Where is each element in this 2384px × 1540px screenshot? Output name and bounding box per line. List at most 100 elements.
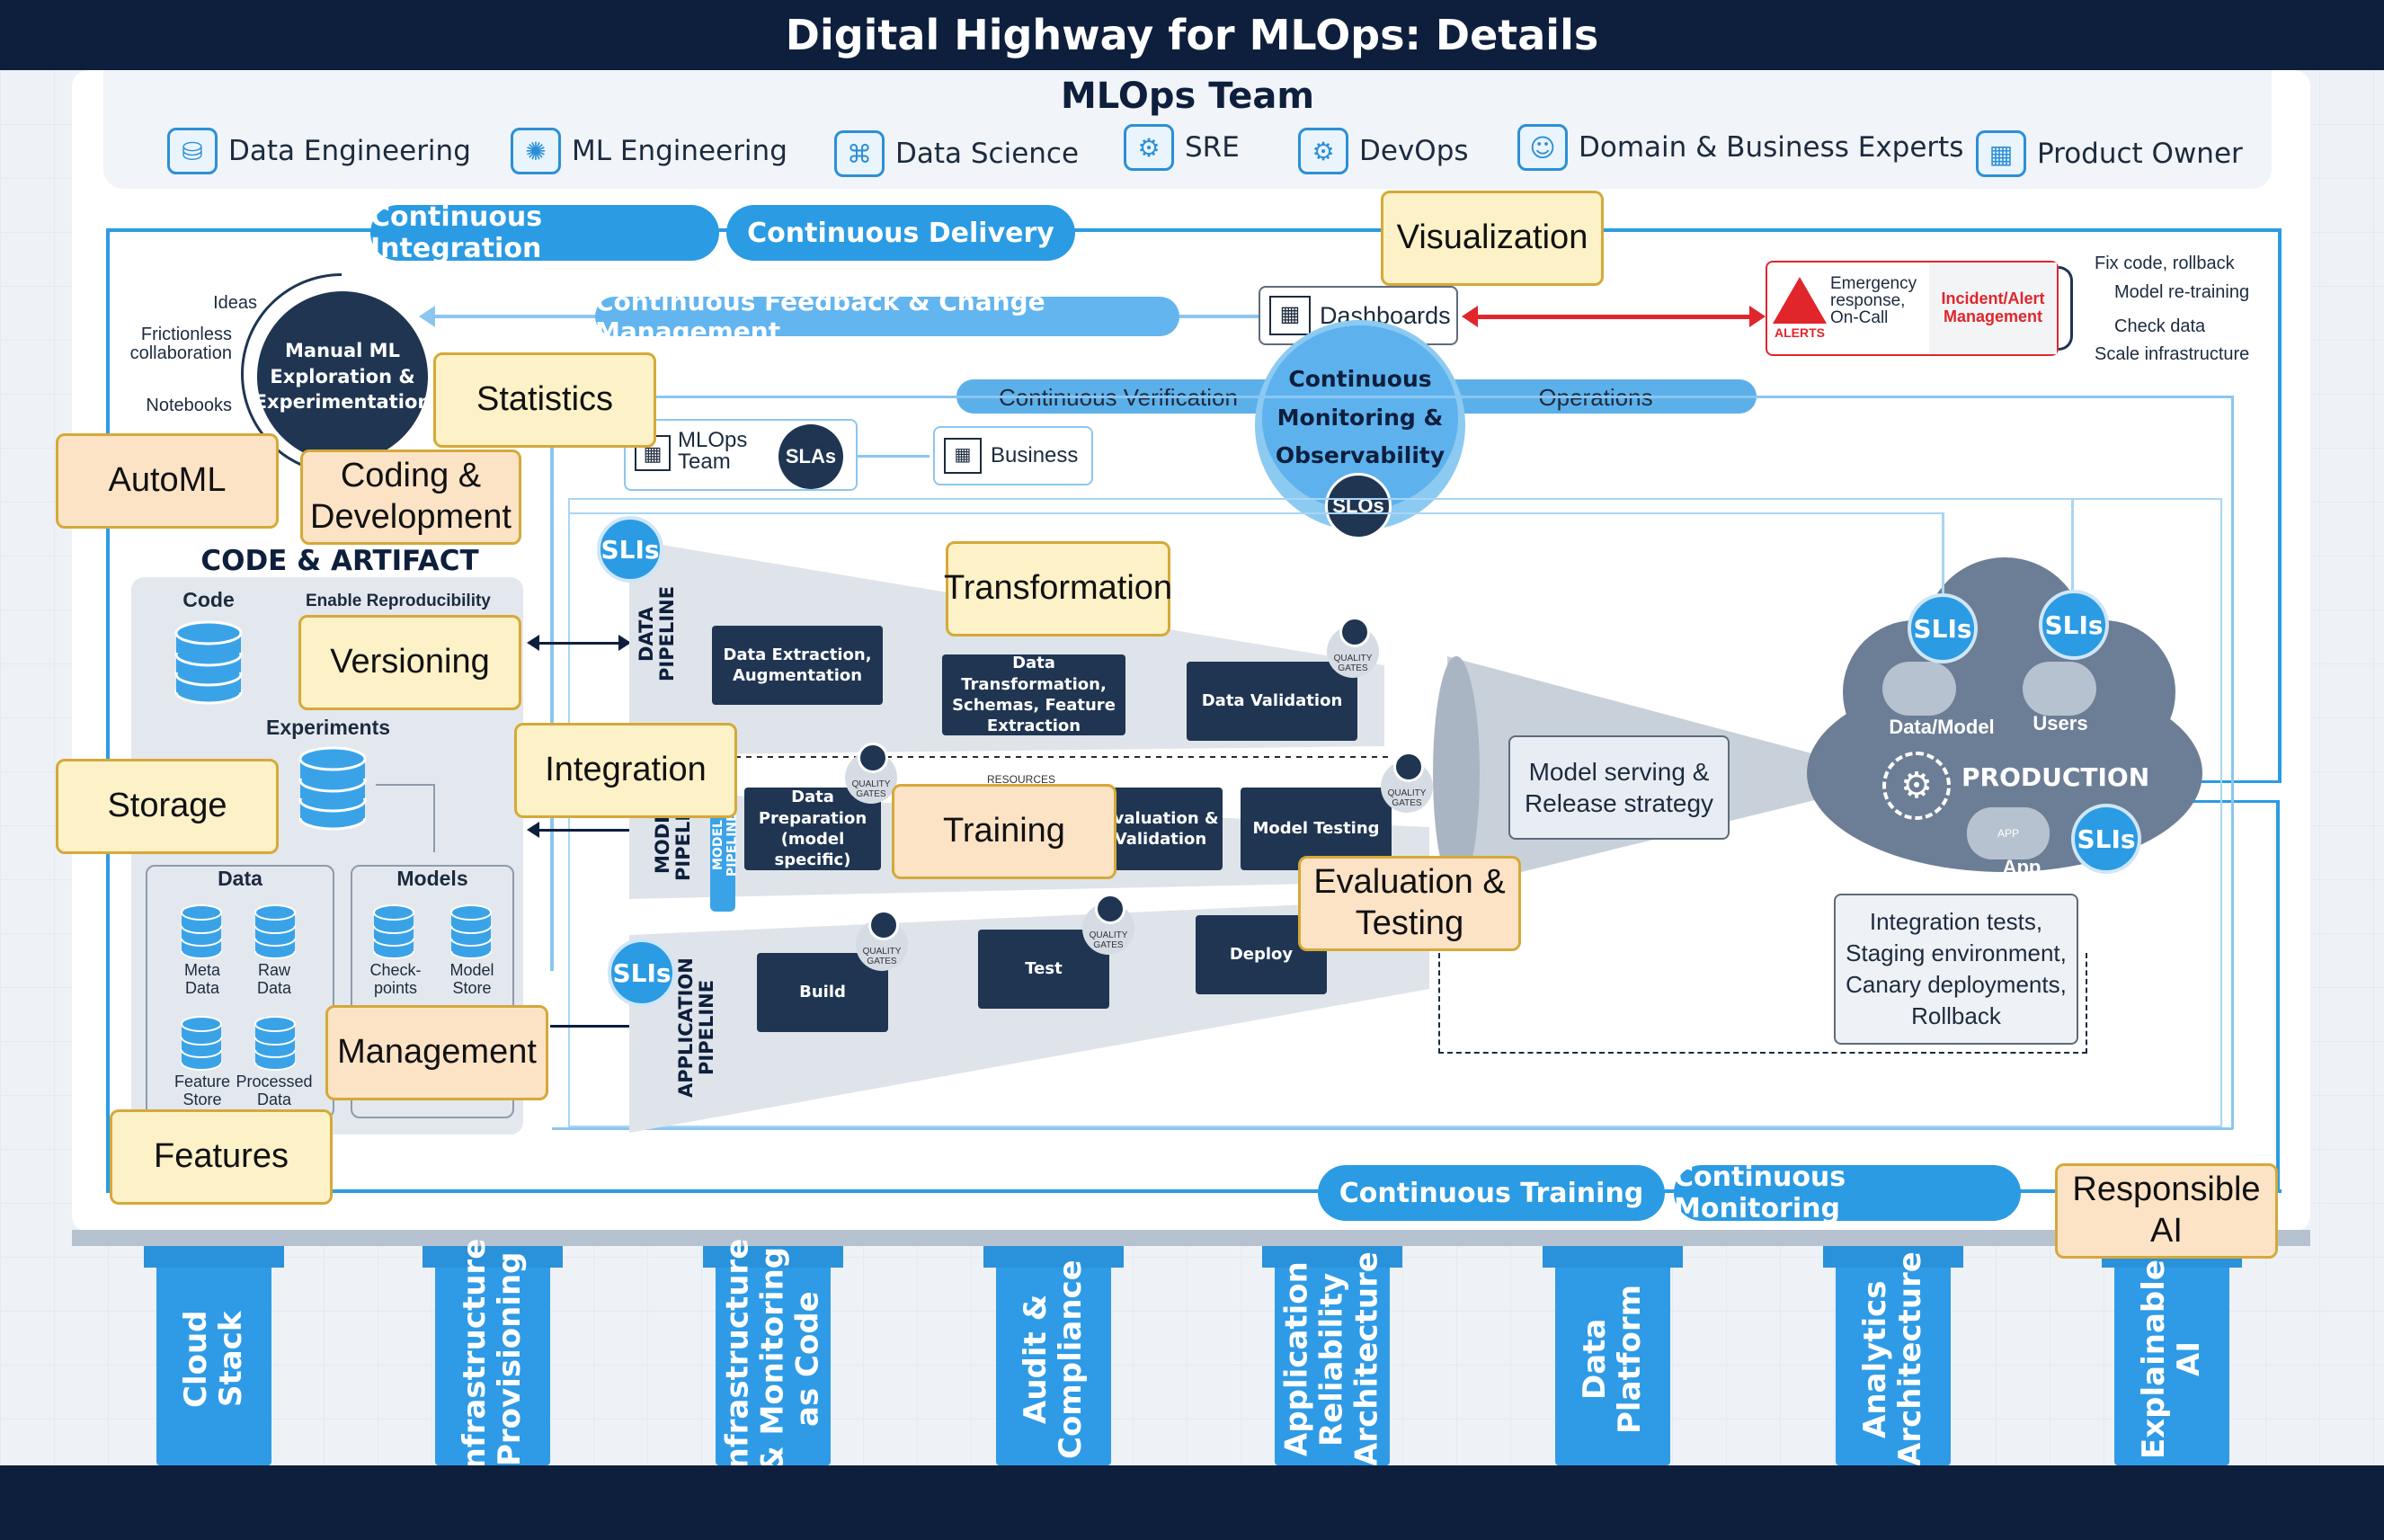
- models-store-label: Models: [396, 867, 468, 890]
- pillar-cap: [983, 1246, 1124, 1268]
- pillar-label: Application Reliability Architecture: [1278, 1251, 1385, 1467]
- data-step-validation: Data Validation: [1187, 662, 1357, 741]
- mini-database-icon: [254, 1014, 297, 1072]
- inner-right-line: [2231, 396, 2234, 1129]
- continuous-monitoring-pill: Continuous Monitoring: [1674, 1162, 2021, 1224]
- callout-features: Features: [110, 1109, 333, 1205]
- alert-arrow-right: [1749, 306, 1766, 327]
- app-quality-gate-1: QUALITY GATES: [856, 910, 908, 971]
- versioning-arrow: [530, 642, 620, 645]
- resources-label: RESOURCES: [986, 773, 1055, 786]
- alert-arrow-left: [1462, 306, 1478, 327]
- callout-coding: Coding & Development: [300, 450, 521, 545]
- feedback-arrow-head: [419, 306, 435, 327]
- network-nodes-icon: ⌘: [834, 130, 885, 177]
- pillar-label: Infrastructure Provisioning: [456, 1238, 528, 1481]
- team-member-sre: ⚙SRE: [1124, 124, 1240, 171]
- team-member-devops: ⚙DevOps: [1298, 128, 1469, 174]
- notebooks-label: Notebooks: [146, 396, 232, 415]
- raw-data-label: Raw Data: [256, 961, 292, 997]
- data-store-label: Data: [218, 867, 262, 890]
- pillar-label: Analytics Architecture: [1856, 1251, 1928, 1467]
- users-sli: SLIs: [2039, 590, 2109, 660]
- code-label: Code: [182, 588, 235, 611]
- pillar-cap: [1543, 1246, 1683, 1268]
- actions-bracket: [2059, 266, 2073, 351]
- page-title: Digital Highway for MLOps: Details: [0, 0, 2384, 70]
- app-pipeline-sli: SLIs: [608, 939, 676, 1007]
- data-pipeline-sli: SLIs: [597, 516, 663, 583]
- data-pipeline-label: DATA PIPELINE: [636, 585, 679, 682]
- exploration-circle: Manual ML Exploration & Experimentation: [254, 291, 431, 462]
- frame-left-line: [106, 228, 110, 1193]
- dashboard-icon: ▦: [1269, 296, 1311, 335]
- model-store-label: Model Store: [449, 961, 494, 997]
- mini-database-icon: [449, 903, 493, 960]
- dashboard-person-icon: ▦: [1976, 130, 2026, 177]
- team-member-domain-experts: ☺Domain & Business Experts: [1517, 124, 1963, 171]
- mini-database-icon: [180, 1014, 223, 1072]
- pillar-cap: [144, 1246, 284, 1268]
- mini-database-icon: [254, 903, 297, 960]
- data-step-extraction: Data Extraction, Augmentation: [712, 626, 883, 705]
- action-fix-code: Fix code, rollback: [2095, 254, 2235, 273]
- pillar-label: Infrastructure & Monitoring as Code: [719, 1238, 826, 1481]
- gears-icon: ⚙: [1298, 128, 1348, 174]
- sli-connector-1: [1942, 512, 1944, 593]
- model-step-preparation: Data Preparation (model specific): [744, 788, 881, 870]
- business-box: ▦ Business: [933, 426, 1093, 485]
- alert-link-line: [1474, 315, 1753, 319]
- team-member-data-engineering: ⛁Data Engineering: [167, 128, 471, 174]
- model-step-evaluation: Evaluation & Validation: [1099, 788, 1223, 870]
- pipeline-frame-inner-top: [568, 512, 1942, 514]
- pillar: [716, 1268, 831, 1465]
- app-label: App: [2002, 856, 2042, 878]
- frame-right-arrow-line: [2186, 780, 2282, 783]
- data-model-sli: SLIs: [1908, 593, 1978, 663]
- callout-training: Training: [892, 784, 1116, 879]
- callout-management: Management: [325, 1005, 548, 1100]
- incident-management-label: Incident/Alert Management: [1929, 263, 2057, 354]
- versioning-arrow-left: [527, 635, 539, 651]
- inner-top-line: [550, 396, 2233, 398]
- checkpoints-label: Check-points: [369, 961, 422, 997]
- callout-versioning: Versioning: [298, 615, 521, 710]
- data-quality-gate: QUALITY GATES: [1327, 617, 1379, 678]
- person-gear-icon: ⚙: [1124, 124, 1174, 171]
- presenter-icon: ☺: [1517, 124, 1568, 171]
- pillar-label: Explainable AI: [2135, 1260, 2207, 1459]
- data-model-label: Data/Model: [1889, 716, 1995, 738]
- continuous-training-pill: Continuous Training: [1318, 1165, 1665, 1221]
- app-pipeline-label: APPLICATION PIPELINE: [675, 957, 718, 1098]
- models-store-box: [351, 865, 514, 1118]
- action-scale-infra: Scale infrastructure: [2095, 344, 2250, 364]
- sla-connector: [858, 455, 930, 458]
- platform-shelf: [72, 1230, 2310, 1246]
- pillar-cap: [423, 1246, 563, 1268]
- users-label: Users: [2033, 712, 2088, 734]
- experiments-loop-arrow: [376, 784, 435, 852]
- frame-right-line: [2278, 228, 2282, 782]
- continuous-feedback-pill: Continuous Feedback & Change Management: [595, 287, 1179, 346]
- pillar: [1555, 1268, 1670, 1465]
- team-panel: [103, 70, 2272, 189]
- callout-responsible-ai: Responsible AI: [2055, 1163, 2278, 1259]
- pillar: [435, 1268, 550, 1465]
- action-retraining: Model re-training: [2114, 282, 2250, 302]
- model-quality-gate-2: QUALITY GATES: [1381, 752, 1433, 813]
- integration-arrow: [530, 829, 635, 832]
- business-report-icon: ▦: [944, 438, 982, 474]
- pillar: [156, 1268, 271, 1465]
- integration-tests-box: Integration tests, Staging environment, …: [1834, 894, 2078, 1045]
- users-cloud-icon: [2023, 662, 2096, 716]
- team-title: MLOps Team: [1060, 76, 1314, 117]
- management-arrow: [550, 1025, 644, 1028]
- pillar: [1836, 1268, 1951, 1465]
- pillar: [996, 1268, 1111, 1465]
- frame-top-line: [106, 228, 2282, 232]
- pillar-cap: [1262, 1246, 1402, 1268]
- pillar-cap: [703, 1246, 843, 1268]
- meta-data-label: Meta Data: [183, 961, 221, 997]
- callout-automl: AutoML: [56, 433, 279, 529]
- feature-store-label: Feature Store: [173, 1073, 231, 1108]
